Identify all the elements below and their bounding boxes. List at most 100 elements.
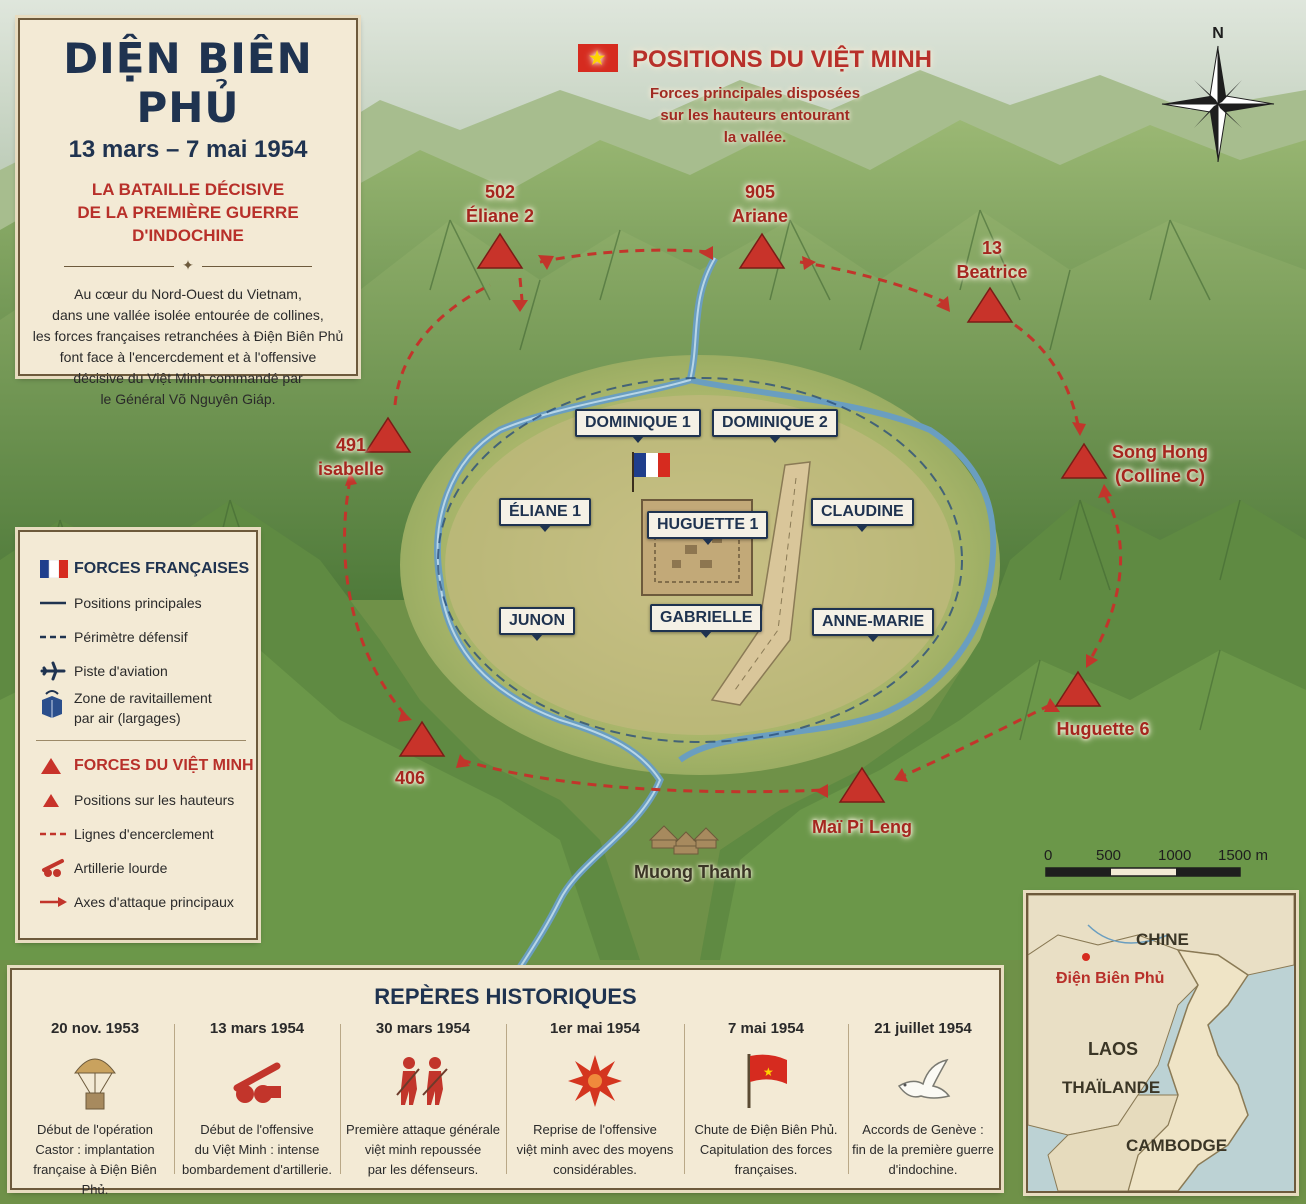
event-line: Début de l'opération xyxy=(37,1122,153,1137)
parachute-crate-icon xyxy=(20,1048,170,1114)
solid-line-icon xyxy=(40,600,74,606)
vm-position-subname: (Colline C) xyxy=(1115,466,1205,486)
dashed-line-icon xyxy=(40,634,74,640)
inset-label-cambodia: CAMBODGE xyxy=(1126,1136,1227,1155)
legend-item: Positions principales xyxy=(40,586,256,620)
vm-position-mai-pi-leng[interactable]: Maï Pi Leng xyxy=(802,815,922,839)
legend-item: Zone de ravitaillement par air (largages… xyxy=(40,688,256,732)
intro-line: décisive du Việt Minh commandé par xyxy=(73,370,303,386)
legend-item: Artillerie lourde xyxy=(40,851,256,885)
vm-position-song-hong[interactable]: Song Hong (Colline C) xyxy=(1100,440,1220,488)
vm-position-id: 502 xyxy=(484,182,516,202)
legend-item: Lignes d'encerclement xyxy=(40,817,256,851)
svg-text:★: ★ xyxy=(763,1065,774,1079)
event-line: việt minh avec des moyens xyxy=(516,1142,674,1157)
intro-line: Au cœur du Nord-Ouest du Vietnam, xyxy=(74,286,302,302)
timeline-event[interactable]: 1er mai 1954 Reprise de l'offensive việt… xyxy=(506,1020,684,1180)
event-line: Début de l'offensive xyxy=(200,1122,314,1137)
intro-text: Au cœur du Nord-Ouest du Vietnam, dans u… xyxy=(20,284,356,410)
fr-position-gabrielle[interactable]: GABRIELLE xyxy=(650,604,763,638)
event-line: Chute de Điện Biên Phủ. xyxy=(694,1122,838,1137)
fr-position-claudine[interactable]: CLAUDINE xyxy=(811,498,914,532)
vm-position-ariane[interactable]: 905 Ariane xyxy=(710,180,810,228)
timeline-event[interactable]: 13 mars 1954 Début de l'offensive du Việ… xyxy=(174,1020,340,1180)
fr-position-dominique-1[interactable]: DOMINIQUE 1 xyxy=(575,409,701,443)
inset-label-china: CHINE xyxy=(1136,930,1189,949)
artillery-icon xyxy=(40,858,74,878)
event-line: française à Điện Biên Phủ. xyxy=(33,1162,157,1197)
event-line: fin de la première guerre xyxy=(852,1142,994,1157)
red-triangle-icon xyxy=(40,757,74,775)
legend-divider xyxy=(36,740,246,741)
legend-item-label: par air (largages) xyxy=(74,710,181,726)
attack-arrow-icon xyxy=(40,895,74,909)
viet-minh-title: ★POSITIONS DU VIỆT MINH xyxy=(560,43,950,75)
explosion-icon xyxy=(510,1048,680,1114)
ornament-divider: ✦ xyxy=(20,257,356,274)
vm-position-eliane-2[interactable]: 502 Éliane 2 xyxy=(450,180,550,228)
legend-item: Périmètre défensif xyxy=(40,620,256,654)
red-flag-icon: ★ xyxy=(688,1048,844,1114)
battle-subtitle: LA BATAILLE DÉCISIVE DE LA PREMIÈRE GUER… xyxy=(20,178,356,247)
hill-position-icon xyxy=(40,791,74,809)
intro-line: dans une vallée isolée entourée de colli… xyxy=(52,307,324,323)
red-dashed-line-icon xyxy=(40,831,74,837)
page-title: DIỆN BIÊN PHỦ xyxy=(63,34,313,132)
event-date: 1er mai 1954 xyxy=(549,1020,641,1037)
legend-item-label: Positions principales xyxy=(74,595,202,611)
legend-item-label: Piste d'aviation xyxy=(74,663,168,679)
event-line: françaises. xyxy=(734,1162,798,1177)
vm-position-id: 491 xyxy=(335,435,367,455)
event-date: 7 mai 1954 xyxy=(728,1020,804,1037)
event-description: Accords de Genève : fin de la première g… xyxy=(852,1120,994,1180)
inset-map-graphic: CHINE Điện Biên Phủ LAOS THAÏLANDE CAMBO… xyxy=(1028,895,1294,1191)
timeline-event[interactable]: 30 mars 1954 Première attaque générale v… xyxy=(340,1020,506,1180)
village-muong-thanh[interactable]: Muong Thanh xyxy=(634,862,752,882)
fr-position-dominique-2[interactable]: DOMINIQUE 2 xyxy=(712,409,838,443)
vm-position-beatrice[interactable]: 13 Beatrice xyxy=(942,236,1042,284)
legend-supply-label: Zone de ravitaillement par air (largages… xyxy=(74,688,212,728)
timeline-divider xyxy=(684,1024,685,1174)
scale-tick: 500 xyxy=(1096,847,1121,864)
event-description: Début de l'opération Castor : implantati… xyxy=(20,1120,170,1200)
vm-position-isabelle[interactable]: 491 isabelle xyxy=(306,433,396,481)
vm-position-id: 905 xyxy=(744,182,776,202)
vm-position-name: Beatrice xyxy=(956,262,1028,282)
event-description: Première attaque générale việt minh repo… xyxy=(344,1120,502,1180)
event-line: d'indochine. xyxy=(888,1162,958,1177)
vm-position-huguette-6[interactable]: Huguette 6 xyxy=(1048,717,1158,741)
description-line: sur les hauteurs entourant xyxy=(660,106,850,124)
intro-line: les forces françaises retranchées à Điện… xyxy=(32,328,344,344)
event-line: considérables. xyxy=(553,1162,637,1177)
intro-line: le Général Võ Nguyên Giáp. xyxy=(100,391,276,407)
event-line: du Việt Minh : intense xyxy=(194,1142,320,1157)
timeline-event[interactable]: 21 juillet 1954 Accords de Genève : fin … xyxy=(848,1020,998,1180)
vietnam-flag-icon: ★ xyxy=(577,43,618,72)
vm-position-name: Song Hong xyxy=(1112,442,1208,462)
timeline-event[interactable]: 7 mai 1954 ★ Chute de Điện Biên Phủ. Cap… xyxy=(684,1020,848,1180)
timeline-event[interactable]: 20 nov. 1953 Début de l'opération Castor… xyxy=(16,1020,174,1197)
event-line: Castor : implantation xyxy=(35,1142,155,1157)
scale-tick: 0 xyxy=(1044,847,1052,864)
airplane-icon xyxy=(40,660,74,682)
description-line: Forces principales disposées xyxy=(649,84,861,102)
compass-rose-icon: N xyxy=(1161,25,1275,162)
legend-french-title: FORCES FRANÇAISES xyxy=(74,560,250,577)
fr-position-huguette-1[interactable]: HUGUETTE 1 xyxy=(647,511,769,545)
event-date: 13 mars 1954 xyxy=(209,1020,305,1037)
legend-item-label: Zone de ravitaillement xyxy=(74,690,212,706)
subtitle-line-2: DE LA PREMIÈRE GUERRE D'INDOCHINE xyxy=(77,203,299,245)
fr-position-anne-marie[interactable]: ANNE-MARIE xyxy=(812,608,935,642)
vm-position-406[interactable]: 406 xyxy=(380,766,440,790)
subtitle-line-1: LA BATAILLE DÉCISIVE xyxy=(91,180,285,199)
inset-locator-map: CHINE Điện Biên Phủ LAOS THAÏLANDE CAMBO… xyxy=(1026,893,1296,1193)
fr-position-junon[interactable]: JUNON xyxy=(499,607,576,641)
description-line: la vallée. xyxy=(723,128,787,146)
fr-position-eliane-1[interactable]: ÉLIANE 1 xyxy=(499,498,592,532)
scale-tick: 1000 xyxy=(1158,847,1191,864)
event-description: Début de l'offensive du Việt Minh : inte… xyxy=(178,1120,336,1180)
battle-dates: 13 mars – 7 mai 1954 xyxy=(68,136,308,163)
viet-minh-header: ★POSITIONS DU VIỆT MINH Forces principal… xyxy=(560,43,950,149)
scale-tick: 1500 m xyxy=(1218,847,1268,864)
title-panel: DIỆN BIÊN PHỦ 13 mars – 7 mai 1954 LA BA… xyxy=(18,18,358,407)
